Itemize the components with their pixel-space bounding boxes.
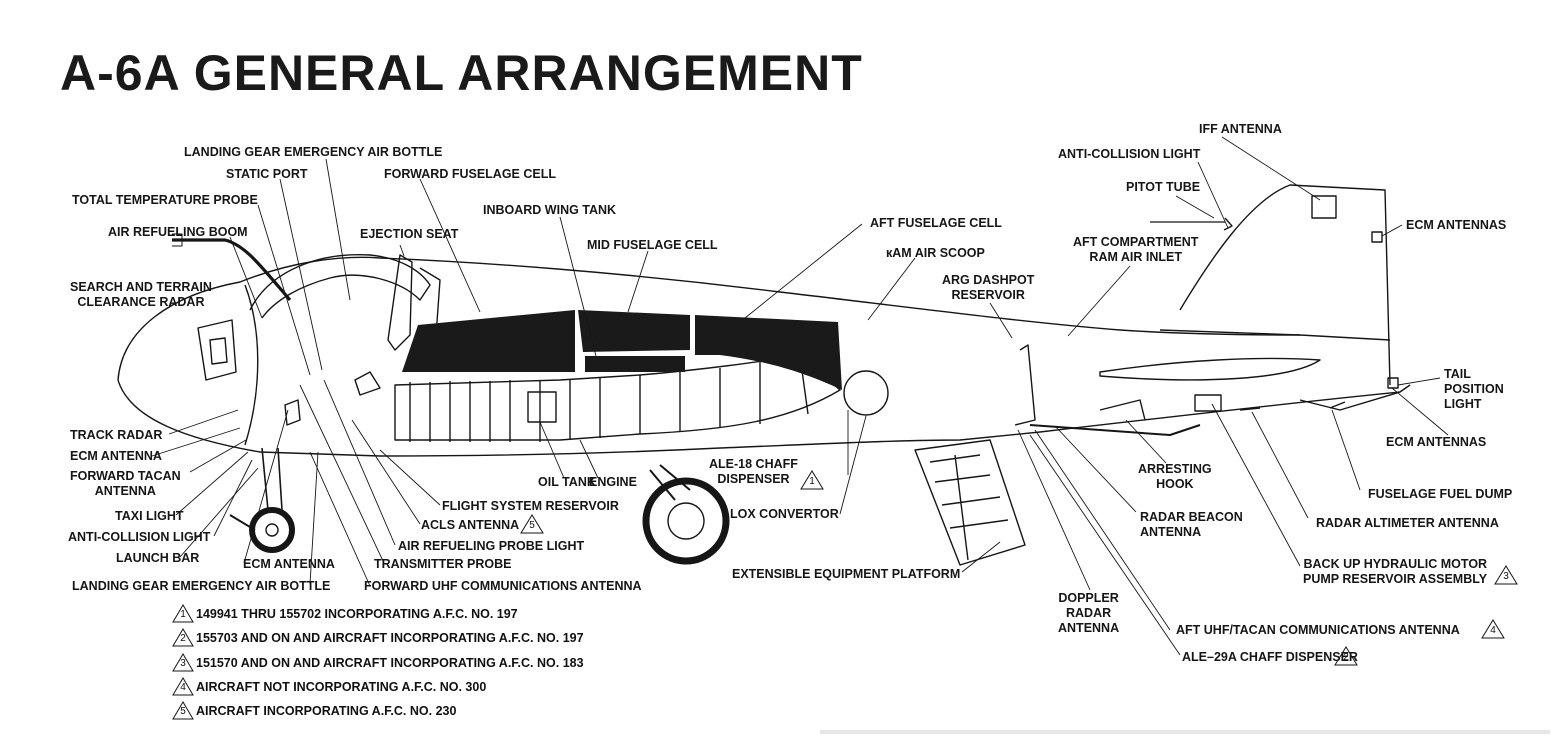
- label-transmitter-probe: TRANSMITTER PROBE: [374, 557, 512, 571]
- note-1: 1 149941 THRU 155702 INCORPORATING A.F.C…: [172, 604, 518, 623]
- lox-convertor-sphere: [843, 370, 889, 416]
- note-triangle-icon: 4: [172, 677, 194, 696]
- label-inboard-wing-tank: INBOARD WING TANK: [483, 203, 617, 217]
- inboard-wing-tank: [585, 356, 685, 372]
- nose-wheel: [249, 507, 295, 553]
- label-forward-uhf-antenna: FORWARD UHF COMMUNICATIONS ANTENNA: [364, 579, 642, 593]
- note-triangle-icon: 2: [172, 628, 194, 647]
- label-back-up-hydraulic-motor: BACK UP HYDRAULIC MOTOR PUMP RESERVOIR A…: [1303, 557, 1488, 586]
- label-extensible-equipment-platform: EXTENSIBLE EQUIPMENT PLATFORM: [732, 567, 961, 581]
- label-forward-fuselage-cell: FORWARD FUSELAGE CELL: [384, 167, 556, 181]
- page-title: A-6A GENERAL ARRANGEMENT: [60, 45, 863, 101]
- label-flight-system-reservoir: FLIGHT SYSTEM RESERVOIR: [442, 499, 619, 513]
- refueling-boom: [172, 238, 292, 302]
- label-ecm-antennas-top: ECM ANTENNAS: [1406, 218, 1507, 232]
- note-triangle-icon: 3: [172, 653, 194, 672]
- label-fuselage-fuel-dump: FUSELAGE FUEL DUMP: [1368, 487, 1513, 501]
- label-ale-18-chaff-dispenser: ALE-18 CHAFF DISPENSER: [709, 457, 798, 486]
- label-radar-altimeter-antenna: RADAR ALTIMETER ANTENNA: [1316, 516, 1499, 530]
- label-arg-dashpot-reservoir: ARG DASHPOT RESERVOIR: [942, 273, 1035, 302]
- label-pitot-tube: PITOT TUBE: [1126, 180, 1201, 194]
- note-2: 2 155703 AND ON AND AIRCRAFT INCORPORATI…: [172, 628, 584, 647]
- label-aft-uhf-tacan-antenna: AFT UHF/TACAN COMMUNICATIONS ANTENNA: [1176, 623, 1460, 637]
- equipment-platform: [914, 439, 1026, 566]
- label-track-radar: TRACK RADAR: [70, 428, 163, 442]
- label-ale-29a-chaff-dispenser: ALE–29A CHAFF DISPENSER: [1182, 650, 1358, 664]
- canopy: [249, 253, 431, 319]
- fuselage-outline: [117, 256, 1301, 381]
- label-lox-convertor: LOX CONVERTOR: [730, 507, 839, 521]
- label-acls-antenna: ACLS ANTENNA: [421, 518, 520, 532]
- label-ecm-antenna-bottom: ECM ANTENNA: [243, 557, 335, 571]
- badge-aft-uhf: 4: [1481, 619, 1505, 639]
- label-mid-fuselage-cell: MID FUSELAGE CELL: [587, 238, 718, 252]
- note-triangle-icon: 1: [172, 604, 194, 623]
- label-radar-beacon-antenna: RADAR BEACON ANTENNA: [1140, 510, 1243, 539]
- note-4: 4 AIRCRAFT NOT INCORPORATING A.F.C. NO. …: [172, 677, 486, 696]
- label-aft-compartment-ram-air-inlet: AFT COMPARTMENT RAM AIR INLET: [1073, 235, 1199, 264]
- label-ecm-antenna-left: ECM ANTENNA: [70, 449, 162, 463]
- label-launch-bar: LAUNCH BAR: [116, 551, 200, 565]
- label-air-refueling-boom: AIR REFUELING BOOM: [108, 225, 248, 239]
- forward-fuselage-cell: [402, 310, 575, 372]
- label-oil-tank: OIL TANK: [538, 475, 596, 489]
- note-3: 3 151570 AND ON AND AIRCRAFT INCORPORATI…: [172, 653, 584, 672]
- label-total-temperature-probe: TOTAL TEMPERATURE PROBE: [72, 193, 258, 207]
- label-ejection-seat: EJECTION SEAT: [360, 227, 459, 241]
- scan-artifact-line: [820, 730, 1550, 734]
- tail-base-line: [1159, 329, 1391, 341]
- label-aft-fuselage-cell: AFT FUSELAGE CELL: [870, 216, 1002, 230]
- label-taxi-light: TAXI LIGHT: [115, 509, 184, 523]
- label-doppler-radar-antenna: DOPPLER RADAR ANTENNA: [1058, 591, 1120, 635]
- label-ecm-antennas-right: ECM ANTENNAS: [1386, 435, 1487, 449]
- badge-back-up: 3: [1494, 565, 1518, 585]
- label-static-port: STATIC PORT: [226, 167, 308, 181]
- note-triangle-icon: 5: [172, 701, 194, 720]
- badge-ale-29a: 2: [1334, 646, 1358, 666]
- mid-fuselage-cell: [578, 310, 690, 352]
- note-5: 5 AIRCRAFT INCORPORATING A.F.C. NO. 230: [172, 701, 456, 720]
- label-ram-air-scoop: кAM AIR SCOOP: [886, 246, 985, 260]
- badge-acls: 5: [520, 514, 544, 534]
- label-tail-position-light: TAIL POSITION LIGHT: [1444, 367, 1504, 411]
- badge-ale-18: 1: [800, 470, 824, 490]
- main-wheel: [642, 477, 730, 565]
- fuselage-underside: [117, 379, 1401, 457]
- label-search-and-terrain-clearance-radar: SEARCH AND TERRAIN CLEARANCE RADAR: [70, 280, 212, 309]
- label-iff-antenna: IFF ANTENNA: [1199, 122, 1282, 136]
- label-anti-collision-light-top: ANTI-COLLISION LIGHT: [1058, 147, 1201, 161]
- label-anti-collision-light-left: ANTI-COLLISION LIGHT: [68, 530, 211, 544]
- aft-fuselage-cell: [695, 315, 842, 390]
- label-landing-gear-emergency-air-bottle-bottom: LANDING GEAR EMERGENCY AIR BOTTLE: [72, 579, 331, 593]
- radome-line: [244, 284, 259, 446]
- vertical-tail: [1179, 184, 1391, 386]
- label-landing-gear-emergency-air-bottle-top: LANDING GEAR EMERGENCY AIR BOTTLE: [184, 145, 443, 159]
- label-engine: ENGINE: [589, 475, 637, 489]
- label-forward-tacan-antenna: FORWARD TACAN ANTENNA: [70, 469, 181, 498]
- label-arresting-hook: ARRESTING HOOK: [1138, 462, 1212, 491]
- horizontal-stabilizer: [1099, 357, 1321, 381]
- label-air-refueling-probe-light: AIR REFUELING PROBE LIGHT: [398, 539, 585, 553]
